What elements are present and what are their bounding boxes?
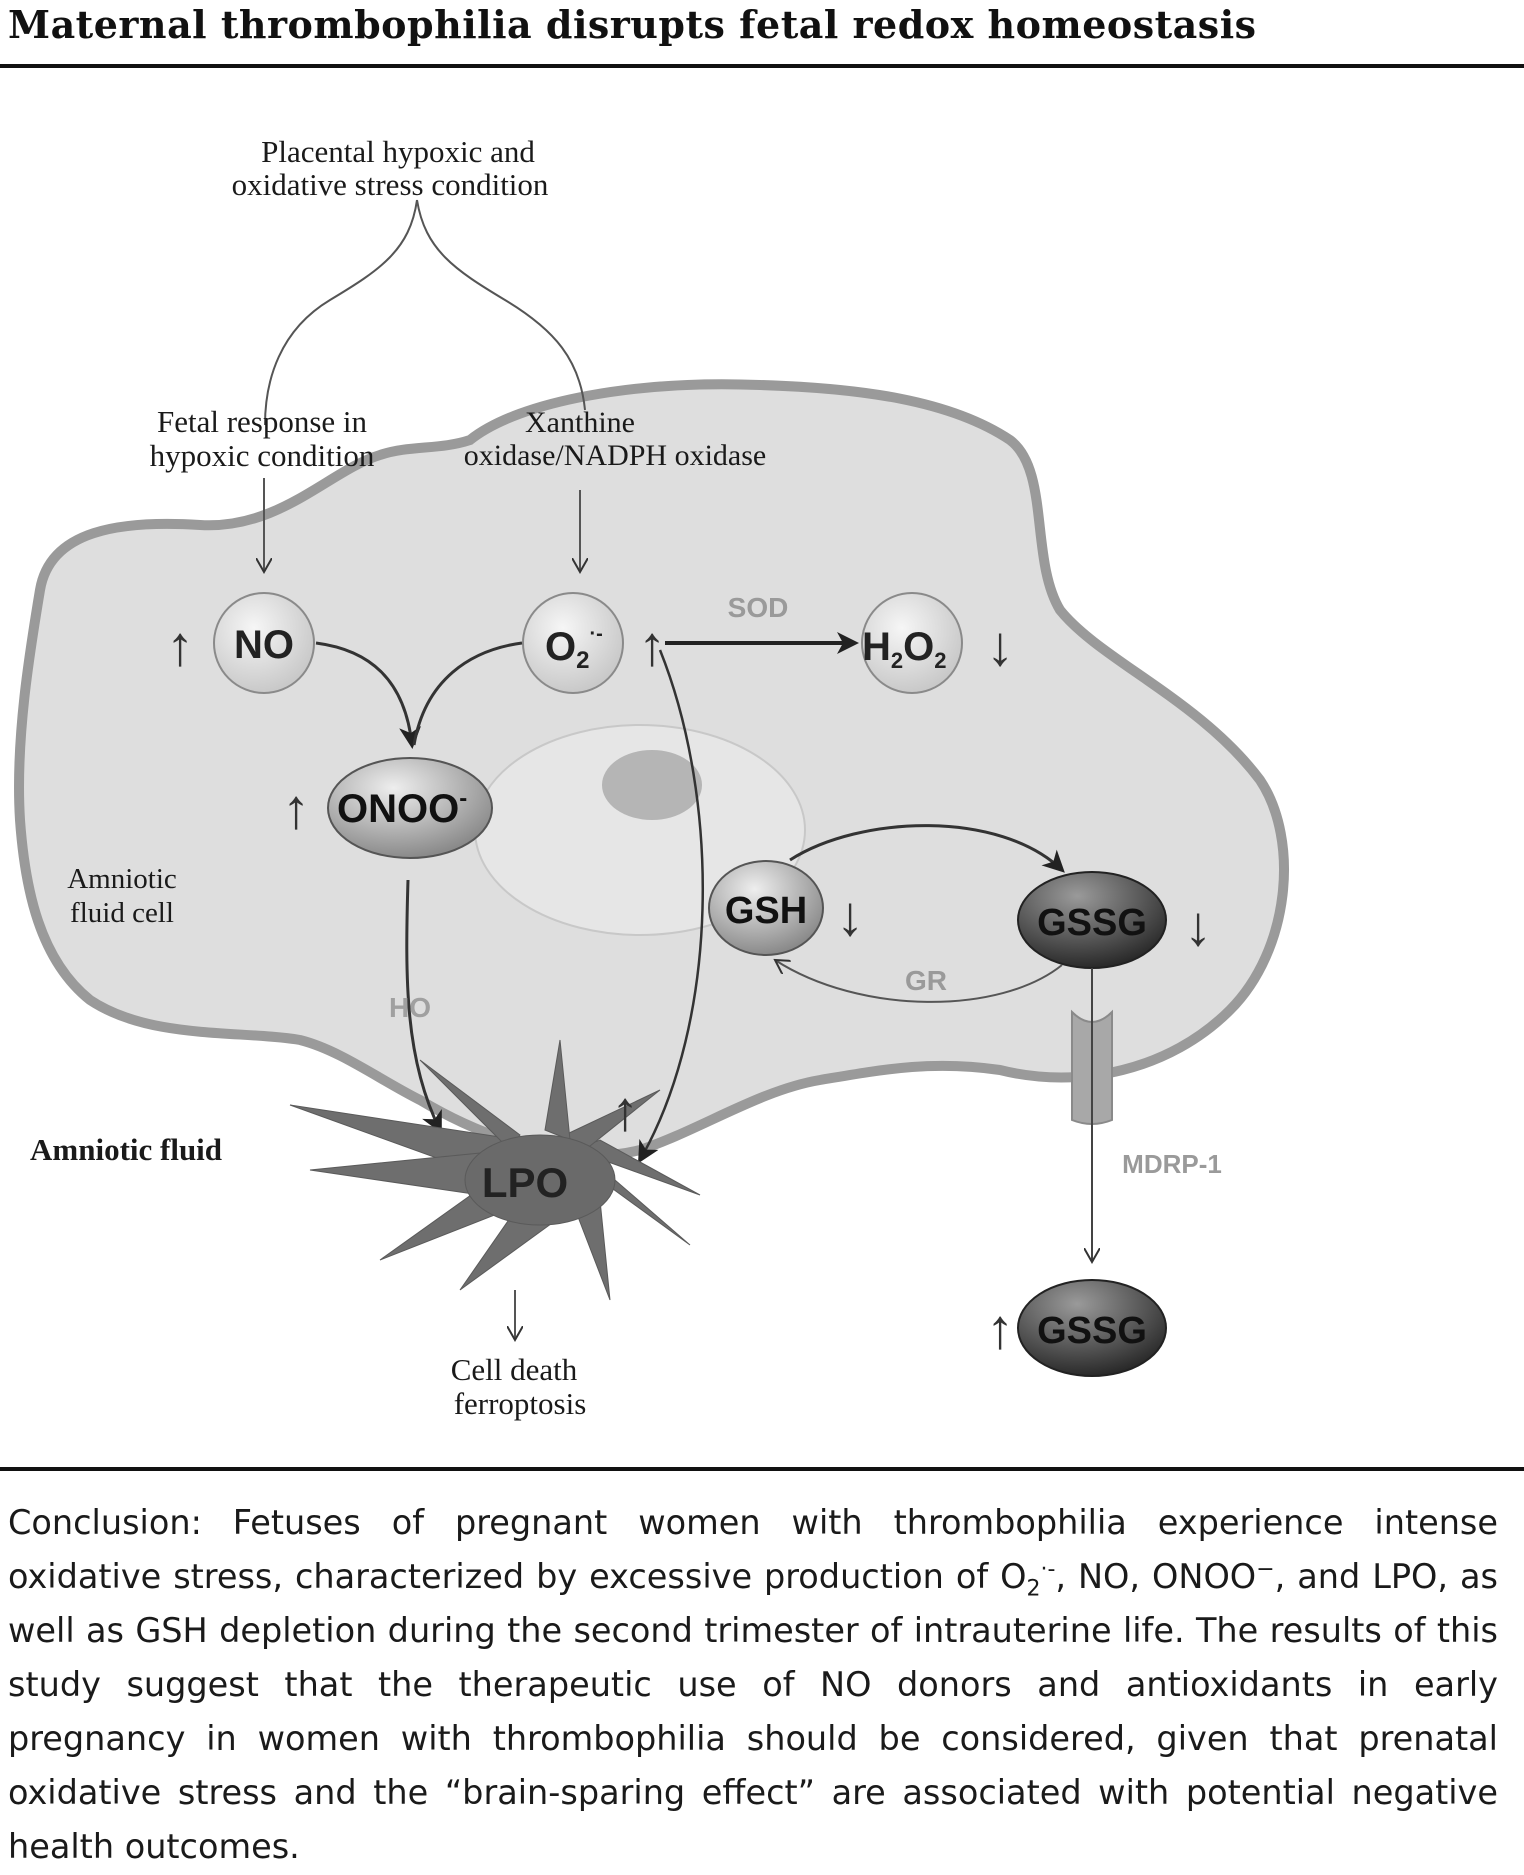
fetal-response-line1: Fetal response in: [157, 404, 368, 439]
no-up-arrow: ↑: [166, 614, 194, 677]
arrow-o2-to-lpo: [638, 649, 705, 1164]
top-rule: [0, 64, 1524, 68]
amniotic-cell-line1: Amniotic: [67, 863, 177, 895]
arrow-onoo-to-lpo: [405, 879, 442, 1134]
node-gssg-extracellular: [1017, 1279, 1167, 1377]
enzyme-sod: SOD: [728, 592, 789, 623]
o2-up-arrow: ↑: [638, 614, 666, 677]
placental-label-line1: Placental hypoxic and: [261, 134, 535, 169]
node-lpo-label: LPO: [482, 1159, 568, 1206]
arrow-gsh-to-gssg: [789, 824, 1065, 873]
gssg-out-up-arrow: ↑: [986, 1297, 1014, 1360]
gssg-down-arrow: ↓: [1184, 894, 1212, 957]
node-gssg-extracellular-label: GSSG: [1037, 1310, 1147, 1352]
node-gssg-intracellular-label: GSSG: [1037, 902, 1147, 944]
enzyme-ho: HO: [389, 992, 431, 1023]
cell-death-line1: Cell death: [451, 1352, 578, 1387]
node-h2o2-label: H2O2: [862, 625, 947, 673]
gsh-down-arrow: ↓: [836, 884, 864, 947]
node-no: [213, 592, 315, 694]
conclusion-text: Conclusion: Fetuses of pregnant women wi…: [8, 1503, 1499, 1866]
lpo-burst: [289, 1039, 701, 1301]
amniotic-cell-line2: fluid cell: [70, 897, 174, 929]
enzyme-mdrp1: MDRP-1: [1122, 1149, 1222, 1179]
node-gsh: [708, 860, 824, 956]
node-peroxynitrite-label: ONOO-: [337, 785, 467, 831]
xanthine-line2: oxidase/NADPH oxidase: [464, 439, 766, 472]
redox-pathway-diagram: Placental hypoxic and oxidative stress c…: [14, 134, 1289, 1421]
figure-title: Maternal thrombophilia disrupts fetal re…: [8, 2, 1257, 47]
arrow-gssg-to-gsh: [775, 960, 1063, 1003]
node-superoxide-label: O2·-: [545, 623, 603, 674]
cell-death-line2: ferroptosis: [454, 1386, 587, 1421]
bottom-rule: [0, 1467, 1524, 1471]
node-superoxide: [522, 592, 624, 694]
amniotic-fluid-label: Amniotic fluid: [30, 1132, 222, 1167]
arrow-no-to-onoo: [315, 641, 422, 749]
node-gsh-label: GSH: [725, 890, 807, 932]
cell-nucleolus: [602, 750, 702, 820]
node-h2o2: [861, 592, 963, 694]
node-no-label: NO: [234, 623, 294, 667]
branch-line: [264, 199, 418, 426]
lpo-up-arrow: ↑: [611, 1079, 639, 1142]
node-peroxynitrite: [327, 757, 493, 859]
enzyme-gr: GR: [905, 965, 947, 996]
branch-line: [416, 199, 586, 411]
placental-label-line2: oxidative stress condition: [232, 167, 549, 202]
xanthine-line1: Xanthine: [525, 406, 635, 439]
fetal-response-line2: hypoxic condition: [150, 438, 375, 473]
h2o2-down-arrow: ↓: [986, 614, 1014, 677]
arrow-o2-to-onoo: [412, 641, 523, 746]
onoo-up-arrow: ↑: [282, 777, 310, 840]
